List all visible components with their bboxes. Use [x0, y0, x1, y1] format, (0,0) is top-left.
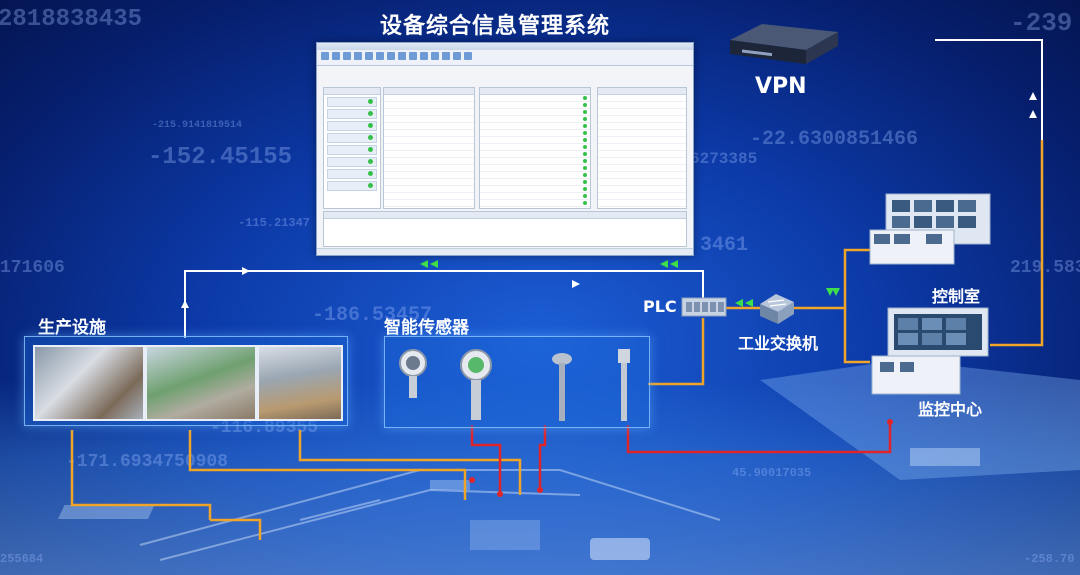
bg-number: 45.90017035	[732, 466, 812, 480]
device-item[interactable]	[327, 145, 377, 155]
production-facilities-panel	[24, 336, 348, 426]
toolbar-icon[interactable]	[387, 52, 395, 60]
plc-device-icon	[681, 297, 727, 317]
toolbar-icon[interactable]	[376, 52, 384, 60]
device-item[interactable]	[327, 181, 377, 191]
monitor-center-label: 监控中心	[918, 400, 983, 419]
device-item[interactable]	[327, 133, 377, 143]
toolbar-icon[interactable]	[464, 52, 472, 60]
toolbar-icon[interactable]	[365, 52, 373, 60]
bg-number: -239	[1010, 8, 1073, 38]
pressure-sensor-icon	[399, 349, 427, 398]
data-table-3	[597, 87, 687, 209]
bg-number: 219.583	[1010, 258, 1080, 278]
toolbar-icon[interactable]	[398, 52, 406, 60]
temperature-sensor-icon	[618, 349, 630, 421]
device-list-pane	[323, 87, 381, 209]
monitor-center-icon	[871, 307, 989, 395]
facility-photo	[145, 345, 257, 421]
level-sensor-icon	[552, 353, 572, 421]
bg-number: -152.45155	[148, 144, 293, 171]
plc-label: PLC	[643, 297, 677, 316]
bg-number: -215.9141819514	[152, 120, 243, 131]
bg-number: 3461	[700, 234, 749, 257]
bg-number: -115.21347	[238, 216, 311, 230]
bg-number: 2818838435	[0, 6, 143, 33]
system-title: 设备综合信息管理系统	[380, 14, 611, 39]
device-item[interactable]	[327, 157, 377, 167]
industrial-switch-label: 工业交换机	[738, 334, 819, 353]
industrial-switch-icon	[760, 294, 794, 324]
facility-photo	[33, 345, 145, 421]
toolbar-icon[interactable]	[332, 52, 340, 60]
control-room-icon	[869, 193, 991, 265]
facility-photo	[257, 345, 343, 421]
device-item[interactable]	[327, 121, 377, 131]
bg-number: -186.53457	[312, 304, 433, 327]
device-item[interactable]	[327, 109, 377, 119]
bg-number: 171606	[0, 258, 65, 278]
data-table-2	[479, 87, 591, 209]
device-item[interactable]	[327, 97, 377, 107]
bg-number: 6273385	[690, 150, 758, 168]
bg-number: 255684	[0, 552, 44, 566]
toolbar-icon[interactable]	[321, 52, 329, 60]
toolbar-icon[interactable]	[431, 52, 439, 60]
window-statusbar	[317, 248, 693, 255]
control-room-label: 控制室	[932, 287, 981, 306]
window-titlebar	[317, 43, 693, 50]
smart-sensors-label: 智能传感器	[384, 318, 469, 338]
toolbar-icon[interactable]	[442, 52, 450, 60]
alarm-table	[323, 211, 687, 247]
bg-number: -258.70	[1024, 552, 1075, 566]
toolbar-icon[interactable]	[453, 52, 461, 60]
data-table-1	[383, 87, 475, 209]
vpn-label: VPN	[755, 74, 807, 99]
management-software-window[interactable]	[316, 42, 694, 256]
bg-number: -116.89355	[210, 418, 319, 438]
window-ribbon	[317, 50, 693, 66]
smart-sensors-panel	[384, 336, 650, 428]
toolbar-icon[interactable]	[409, 52, 417, 60]
transmitter-sensor-icon	[460, 349, 492, 420]
toolbar-icon[interactable]	[354, 52, 362, 60]
toolbar-icon[interactable]	[343, 52, 351, 60]
toolbar-icon[interactable]	[420, 52, 428, 60]
production-facilities-label: 生产设施	[38, 318, 106, 338]
device-item[interactable]	[327, 169, 377, 179]
bg-number: -171.6934750908	[66, 452, 229, 472]
vpn-device-icon	[730, 24, 838, 64]
bg-number: -22.6300851466	[750, 128, 919, 151]
